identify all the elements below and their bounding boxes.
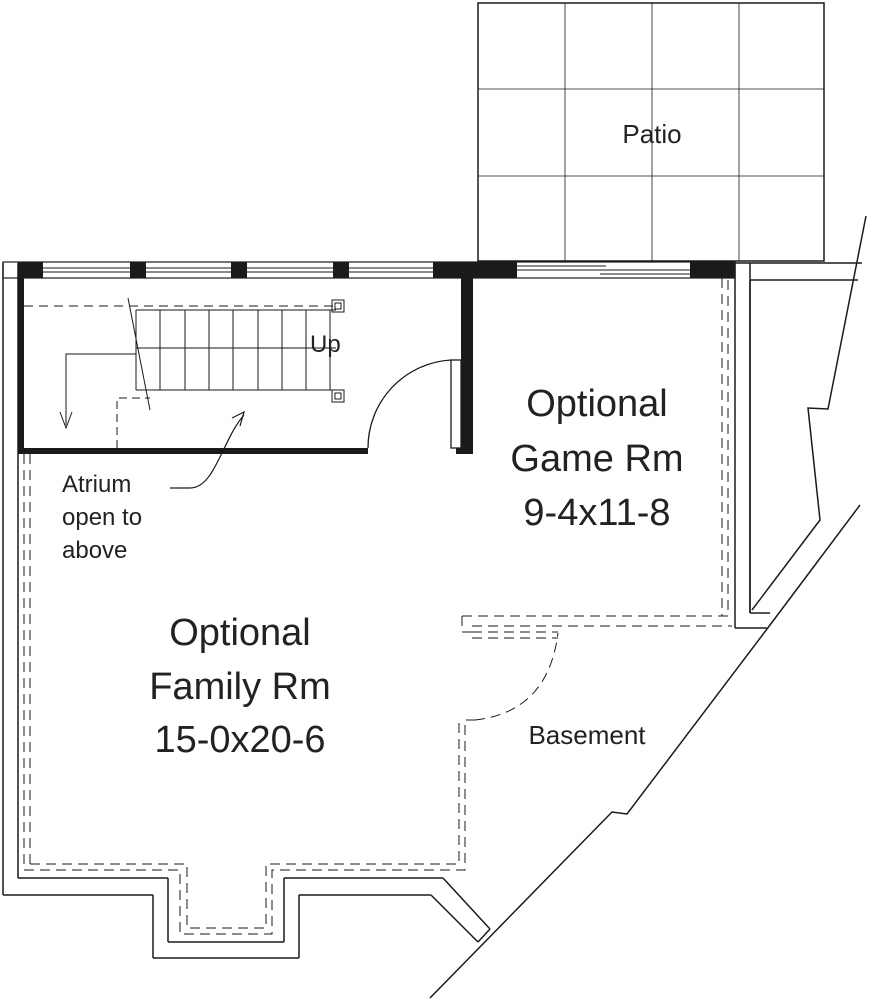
atrium-label-line3: above — [62, 537, 127, 564]
game-room-title-line1: Optional — [526, 383, 668, 425]
outer-walls — [2, 215, 867, 999]
atrium-label-line1: Atrium — [62, 471, 131, 498]
basement-label: Basement — [528, 720, 646, 750]
patio-area — [477, 2, 825, 262]
top-wall — [2, 261, 736, 279]
stairs-up-label: Up — [310, 331, 341, 358]
sliding-door — [517, 265, 690, 275]
atrium-walls — [18, 278, 473, 454]
game-room-dimensions: 9-4x11-8 — [523, 492, 670, 534]
windows — [43, 267, 433, 273]
family-room-dimensions: 15-0x20-6 — [154, 719, 325, 761]
family-room-title-line1: Optional — [169, 612, 311, 654]
atrium-leader-arrow — [170, 410, 245, 489]
stairs — [24, 297, 345, 448]
atrium-label-line2: open to — [62, 504, 142, 531]
game-room-title-line2: Game Rm — [510, 438, 683, 480]
patio-label: Patio — [622, 119, 681, 149]
family-room-title-line2: Family Rm — [149, 666, 331, 708]
dashed-room-outlines — [23, 278, 732, 935]
atrium-door — [367, 359, 462, 449]
